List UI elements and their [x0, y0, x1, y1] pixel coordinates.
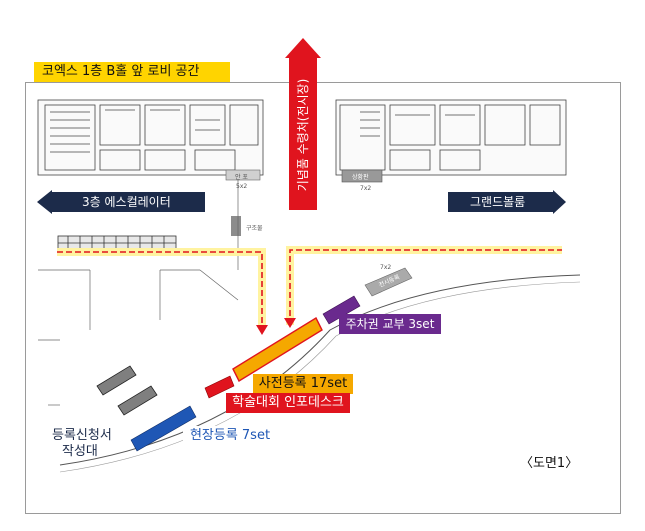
lounge-label: 상황판 — [352, 174, 369, 181]
lounge-size: 7x2 — [360, 185, 372, 192]
right-building — [335, 99, 567, 176]
walls — [38, 180, 239, 406]
right-arrow-label: 그랜드볼룸 — [470, 195, 526, 209]
lounge-box — [341, 169, 383, 183]
academic-label: 학술대회 인포데스크 — [226, 393, 350, 413]
page-title: 코엑스 1층 B홀 앞 로비 공간 — [34, 62, 230, 82]
form-desk-label-line2: 작성대 — [62, 444, 98, 459]
right-arrow — [448, 190, 566, 214]
academic-desk — [204, 375, 235, 399]
left-building — [37, 99, 264, 176]
structure-box — [231, 216, 241, 236]
up-arrow-label: 기념품 수령처(전시장) — [296, 78, 310, 192]
form-desk-2 — [117, 385, 158, 416]
left-arrow — [37, 190, 205, 214]
onsite-desk — [130, 405, 197, 452]
floor-plan-frame — [25, 82, 621, 514]
info-desk-size: 5x2 — [236, 183, 248, 190]
parking-desk — [322, 295, 361, 325]
exhibit-registration-desk — [364, 267, 413, 297]
route-arrowhead-right — [284, 318, 296, 328]
prereg-desk — [232, 317, 323, 382]
corridor-curve-outer — [59, 274, 581, 466]
route-line-right — [289, 249, 562, 325]
left-arrow-label: 3층 에스컬레이터 — [82, 195, 171, 209]
route-line-left — [57, 251, 263, 325]
exhibit-desk-size: 7x2 — [380, 264, 392, 271]
prereg-label: 사전등록 17set — [253, 374, 353, 394]
onsite-label: 현장등록 7set — [183, 426, 277, 446]
info-desk-box — [225, 169, 261, 181]
structure-label: 구조물 — [246, 225, 263, 232]
info-desk-label: 안 포 — [235, 174, 248, 181]
guide-band-left — [57, 248, 266, 325]
escalator — [57, 235, 177, 251]
figure-caption: 〈도면1〉 — [520, 456, 579, 471]
parking-label: 주차권 교부 3set — [339, 314, 441, 334]
corridor-curve-inner — [59, 281, 581, 473]
up-arrow — [285, 38, 321, 210]
route-arrowhead-left — [256, 325, 268, 335]
form-desk-1 — [96, 365, 137, 396]
form-desk-label-line1: 등록신청서 — [52, 428, 112, 443]
